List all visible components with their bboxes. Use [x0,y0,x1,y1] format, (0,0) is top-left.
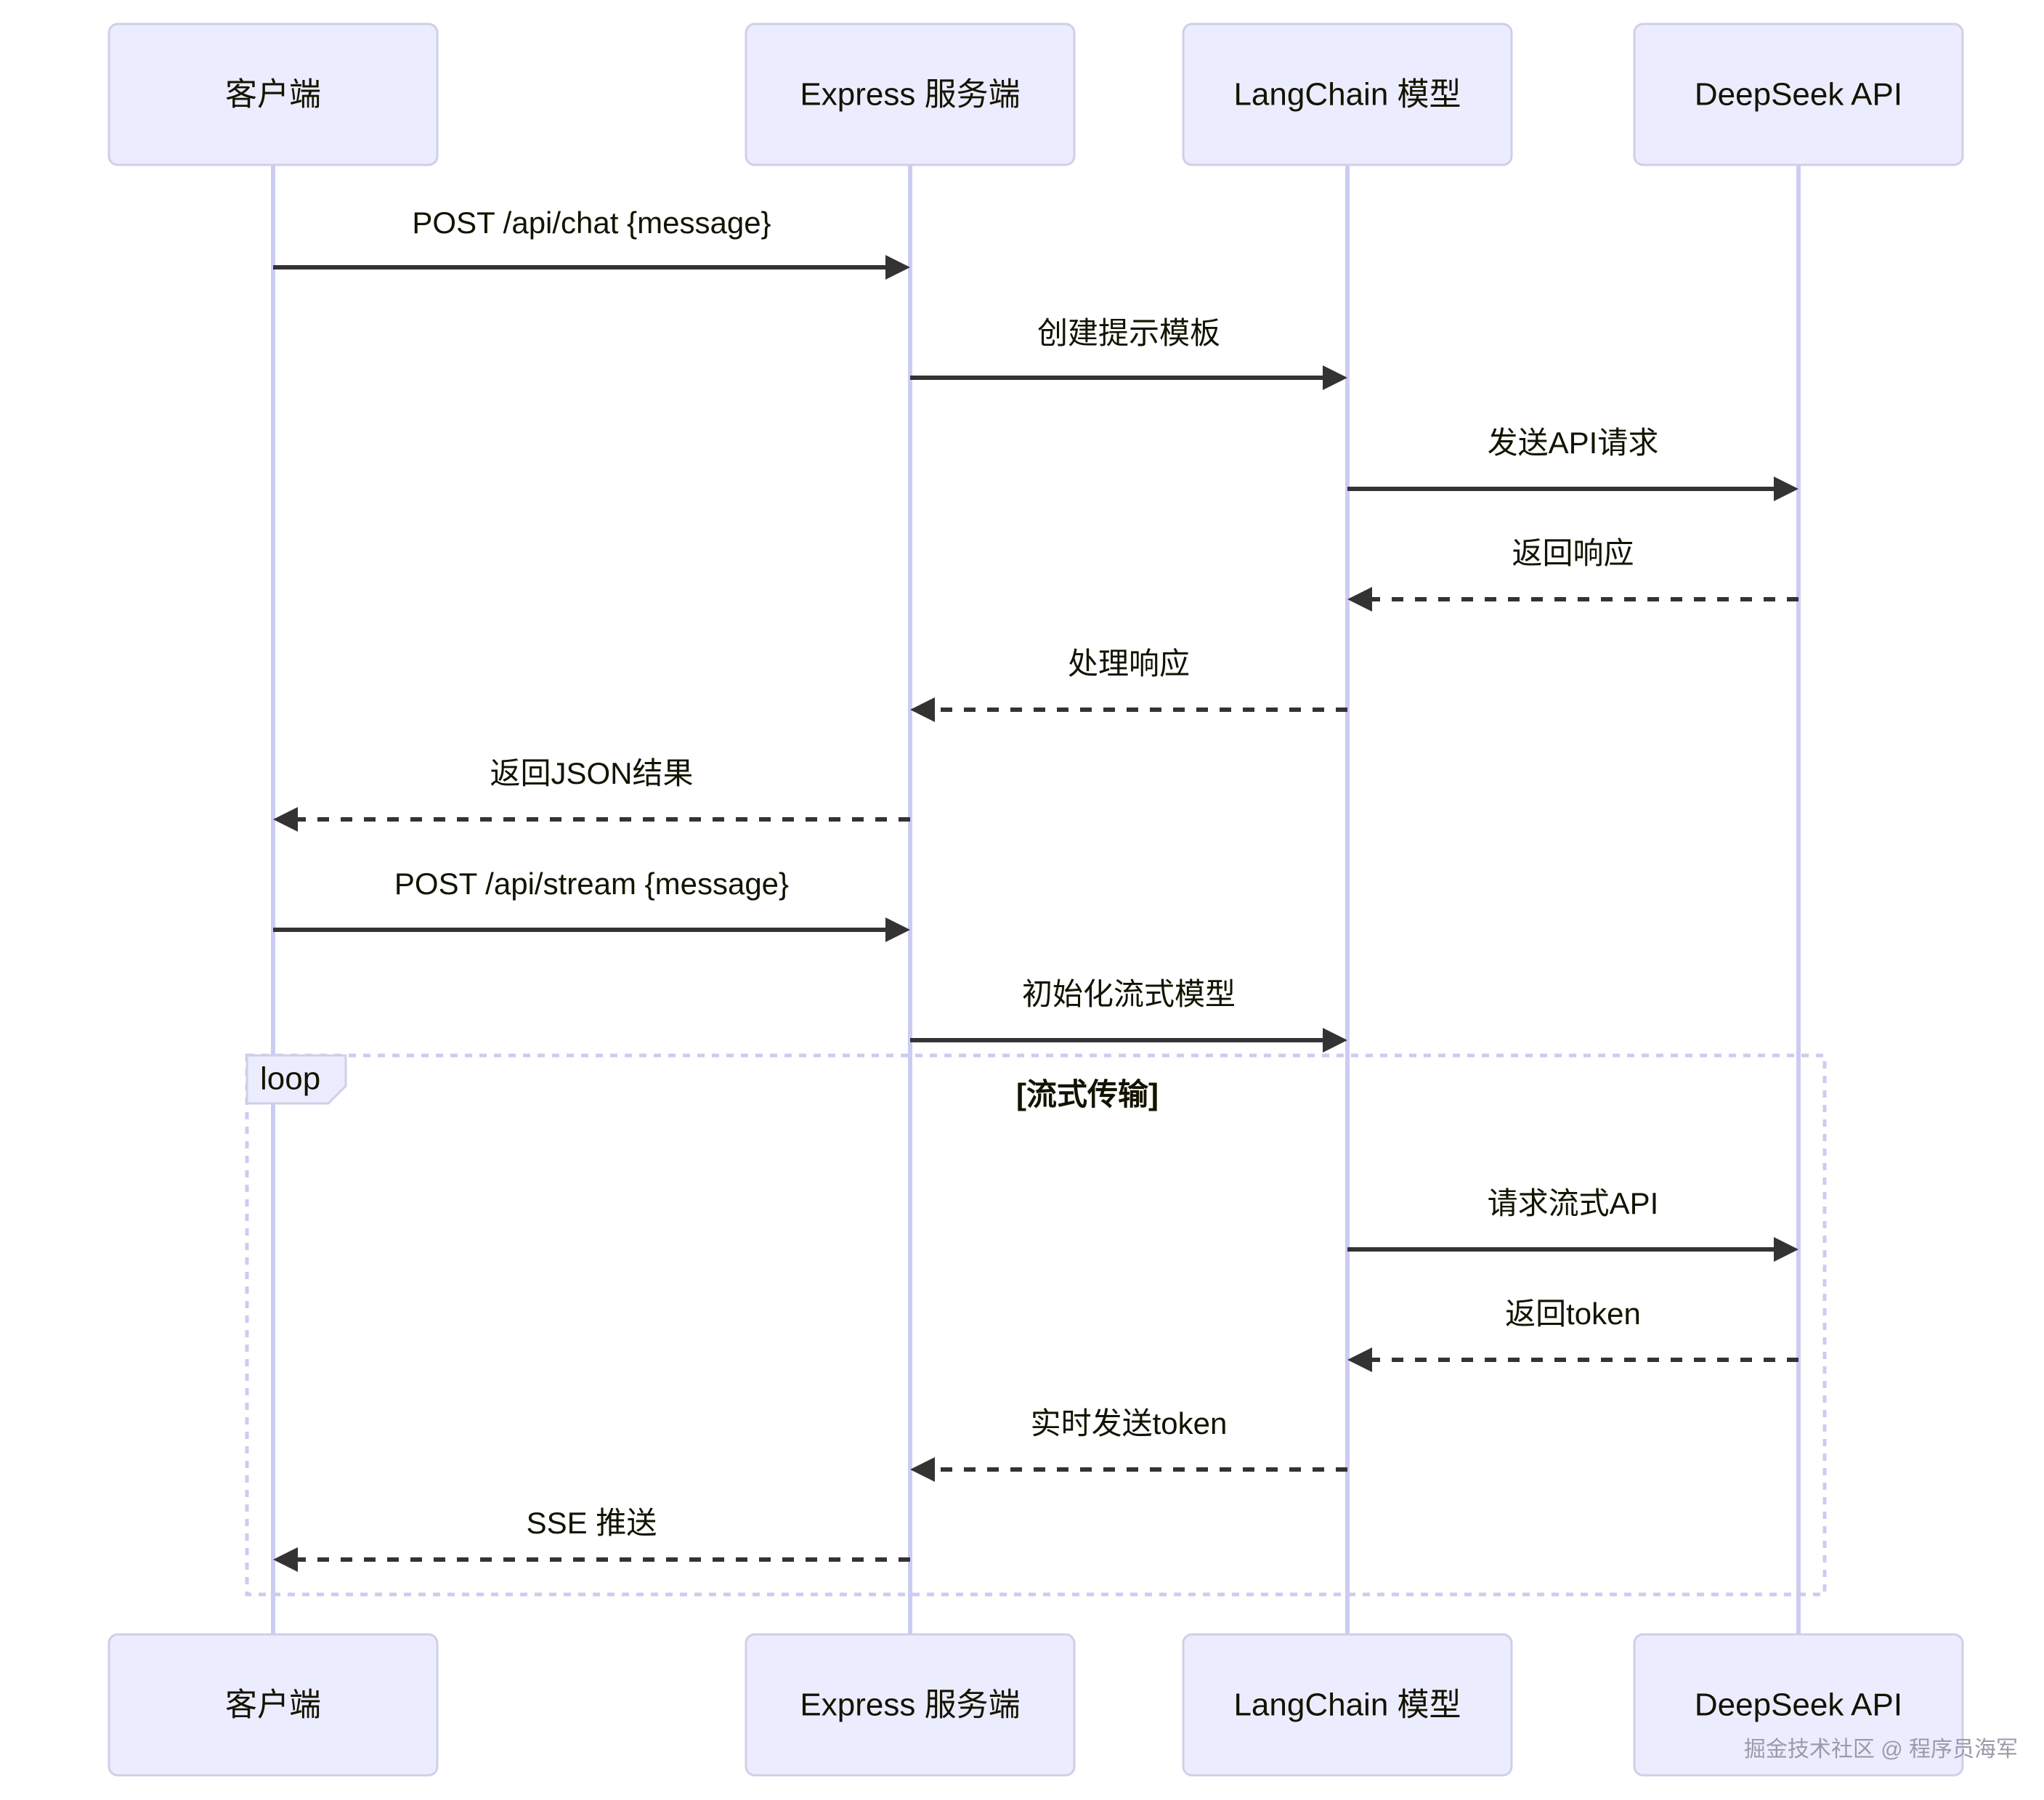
message-m4: 返回响应 [1347,536,1798,612]
messages-group: POST /api/chat {message} 创建提示模板发送API请求返回响… [273,206,1798,1572]
message-m8: 初始化流式模型 [910,977,1347,1053]
message-arrowhead [273,807,298,832]
message-label: SSE 推送 [527,1506,657,1540]
message-label: 返回JSON结果 [490,756,693,790]
actor-box[interactable] [1633,23,1964,166]
message-arrowhead [1347,1347,1372,1372]
message-m2: 创建提示模板 [910,316,1347,390]
actor-label: 客户端 [225,77,321,113]
message-m10: 返回token [1347,1297,1798,1372]
lifelines-group [271,165,1801,1634]
message-arrowhead [1774,477,1798,501]
watermark-group: 掘金技术社区 @ 程序员海军 [1744,1738,2018,1762]
message-m6: 返回JSON结果 [273,756,910,832]
actor-label: LangChain 模型 [1233,77,1461,113]
message-arrowhead [885,255,910,280]
message-label: POST /api/stream {message} [394,867,789,901]
message-m7: POST /api/stream {message} [273,867,910,942]
loop-fragment-group: loop [流式传输] [245,1053,1827,1597]
actor-box[interactable] [745,1633,1076,1777]
message-m9: 请求流式API [1347,1186,1798,1262]
actor-label: DeepSeek API [1695,77,1902,113]
loop-condition-label: [流式传输] [1016,1077,1159,1111]
actor-box[interactable] [108,1633,439,1777]
actor-deepseek-bottom[interactable]: DeepSeek API [1633,1633,1964,1777]
actor-box[interactable] [1633,1633,1964,1777]
actor-box[interactable] [1182,23,1513,166]
actor-express-top[interactable]: Express 服务端 [745,23,1076,166]
message-m5: 处理响应 [910,646,1347,722]
message-m11: 实时发送token [910,1406,1347,1482]
loop-fragment-border [245,1053,1827,1597]
message-label: 请求流式API [1488,1186,1659,1220]
message-label: 实时发送token [1031,1406,1228,1440]
message-arrowhead [1347,587,1372,612]
actor-box[interactable] [745,23,1076,166]
message-m12: SSE 推送 [273,1506,910,1572]
loop-tag-shape [246,1054,347,1105]
message-label: 发送API请求 [1488,426,1659,460]
message-label: 初始化流式模型 [1022,977,1236,1011]
actor-deepseek-top[interactable]: DeepSeek API [1633,23,1964,166]
message-label: 创建提示模板 [1037,316,1220,350]
actor-label: 客户端 [225,1687,321,1723]
message-arrowhead [1323,1028,1347,1053]
message-label: 处理响应 [1068,646,1190,681]
actor-box[interactable] [1182,1633,1513,1777]
actor-langchain-top[interactable]: LangChain 模型 [1182,23,1513,166]
message-arrowhead [910,697,935,722]
watermark-label: 掘金技术社区 @ 程序员海军 [1744,1738,2018,1762]
message-m1: POST /api/chat {message} [273,206,910,280]
actor-client-top[interactable]: 客户端 [108,23,439,166]
actor-label: DeepSeek API [1695,1687,1902,1723]
message-label: POST /api/chat {message} [412,206,771,240]
actor-label: Express 服务端 [800,77,1020,113]
actor-box[interactable] [108,23,439,166]
actor-langchain-bottom[interactable]: LangChain 模型 [1182,1633,1513,1777]
actor-express-bottom[interactable]: Express 服务端 [745,1633,1076,1777]
actor-label: LangChain 模型 [1233,1687,1461,1723]
loop-tag-label: loop [260,1061,320,1097]
actor-label: Express 服务端 [800,1687,1020,1723]
message-label: 返回响应 [1512,536,1634,570]
message-arrowhead [1323,365,1347,390]
message-arrowhead [1774,1237,1798,1262]
message-label: 返回token [1505,1297,1641,1331]
message-m3: 发送API请求 [1347,426,1798,501]
message-arrowhead [273,1547,298,1572]
message-arrowhead [885,917,910,942]
actor-client-bottom[interactable]: 客户端 [108,1633,439,1777]
message-arrowhead [910,1457,935,1482]
